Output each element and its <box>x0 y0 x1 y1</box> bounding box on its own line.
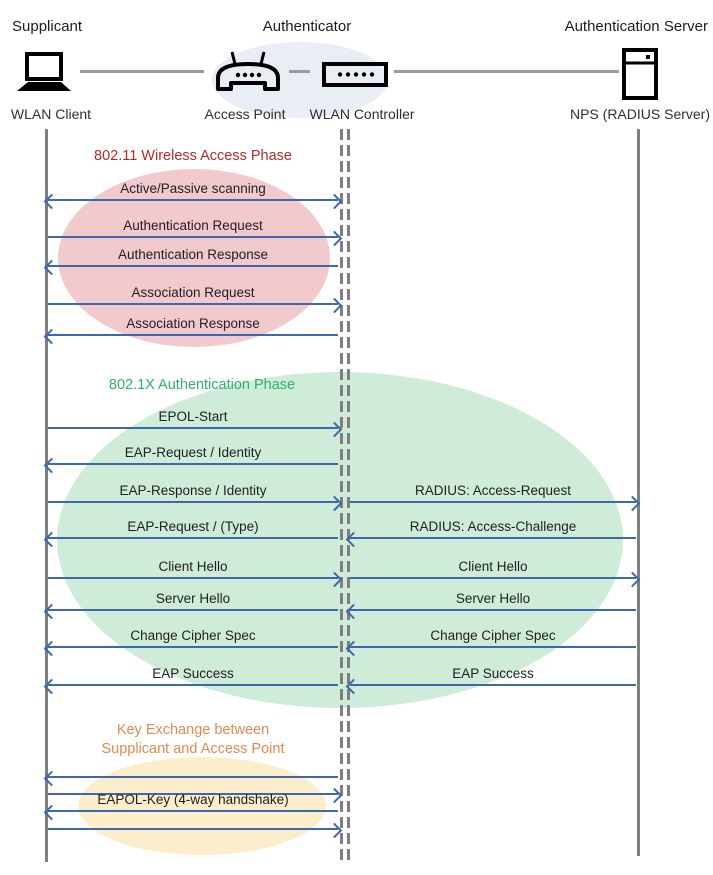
message-arrow-left <box>43 804 338 820</box>
message-arrow-right <box>350 495 641 511</box>
phase1-title: 802.11 Wireless Access Phase <box>94 148 292 164</box>
role-authenticator: Authenticator <box>262 18 352 35</box>
message-label: Client Hello <box>158 559 228 574</box>
phase3-ellipse <box>78 757 326 855</box>
message-arrow-right <box>48 230 343 246</box>
message-arrow-right <box>48 495 343 511</box>
message-arrow-right <box>48 421 343 437</box>
entity-label-access-point: Access Point <box>204 106 286 122</box>
lifeline-nps-server <box>637 129 640 856</box>
message-arrow-right <box>48 787 343 803</box>
message-arrow-left <box>43 603 338 619</box>
message-arrow-left <box>43 457 338 473</box>
message-arrow-left <box>43 328 338 344</box>
message-arrow-right <box>48 822 343 838</box>
connector-controller-server <box>394 70 619 73</box>
message-arrow-left <box>43 259 338 275</box>
message-label: EAPOL-Key (4-way handshake) <box>97 792 289 807</box>
message-label: Active/Passive scanning <box>120 181 266 196</box>
role-authentication-server: Authentication Server <box>564 18 708 35</box>
message-label: RADIUS: Access-Challenge <box>409 519 577 534</box>
message-label: RADIUS: Access-Request <box>414 483 572 498</box>
message-arrow-left <box>43 770 338 786</box>
lifeline-wlan-client <box>45 129 48 862</box>
message-label: Client Hello <box>458 559 528 574</box>
message-arrow-left <box>43 531 338 547</box>
message-label: EAP-Response / Identity <box>119 483 267 498</box>
message-arrow-right <box>48 571 343 587</box>
message-label: EAP Success <box>452 666 534 681</box>
message-label: Authentication Request <box>123 218 263 233</box>
message-label: EAP-Request / Identity <box>124 445 262 460</box>
message-arrow-left <box>345 603 636 619</box>
message-label: Association Request <box>131 285 255 300</box>
message-label: Change Cipher Spec <box>430 628 556 643</box>
entity-label-nps-radius-server: NPS (RADIUS Server) <box>569 106 711 122</box>
phase3-title: Key Exchange between Supplicant and Acce… <box>73 721 313 759</box>
message-arrow-left <box>43 678 338 694</box>
wlan-controller-icon <box>322 62 388 87</box>
laptop-icon <box>17 52 71 91</box>
message-arrow-bidirectional <box>43 193 343 209</box>
lifeline-wlan-controller-dash1 <box>340 129 343 860</box>
lifeline-wlan-controller-dash2 <box>347 129 350 860</box>
phase3-title-line1: Key Exchange between <box>116 722 270 738</box>
message-arrow-left <box>345 640 636 656</box>
message-label: Authentication Response <box>117 247 269 262</box>
entity-label-wlan-client: WLAN Client <box>10 106 92 122</box>
message-label: Change Cipher Spec <box>130 628 256 643</box>
phase2-title: 802.1X Authentication Phase <box>108 377 296 393</box>
entity-label-wlan-controller: WLAN Controller <box>309 106 415 122</box>
message-label: Server Hello <box>155 591 231 606</box>
phase3-title-line2: Supplicant and Access Point <box>101 741 285 757</box>
message-arrow-right <box>48 297 343 313</box>
message-arrow-right <box>350 571 641 587</box>
connector-ap-controller <box>289 70 310 73</box>
connector-client-ap <box>80 70 204 73</box>
message-label: Server Hello <box>455 591 531 606</box>
phase1-ellipse <box>58 169 330 347</box>
message-label: EAP Success <box>152 666 234 681</box>
access-point-icon <box>216 51 280 91</box>
message-arrow-left <box>345 531 636 547</box>
message-arrow-left <box>345 678 636 694</box>
message-arrow-left <box>43 640 338 656</box>
message-label: EAP-Request / (Type) <box>127 519 259 534</box>
authenticator-group-ellipse <box>212 42 388 118</box>
server-icon <box>622 48 658 100</box>
message-label: EPOL-Start <box>158 409 228 424</box>
message-label: Association Response <box>126 316 260 331</box>
role-supplicant: Supplicant <box>12 18 83 35</box>
